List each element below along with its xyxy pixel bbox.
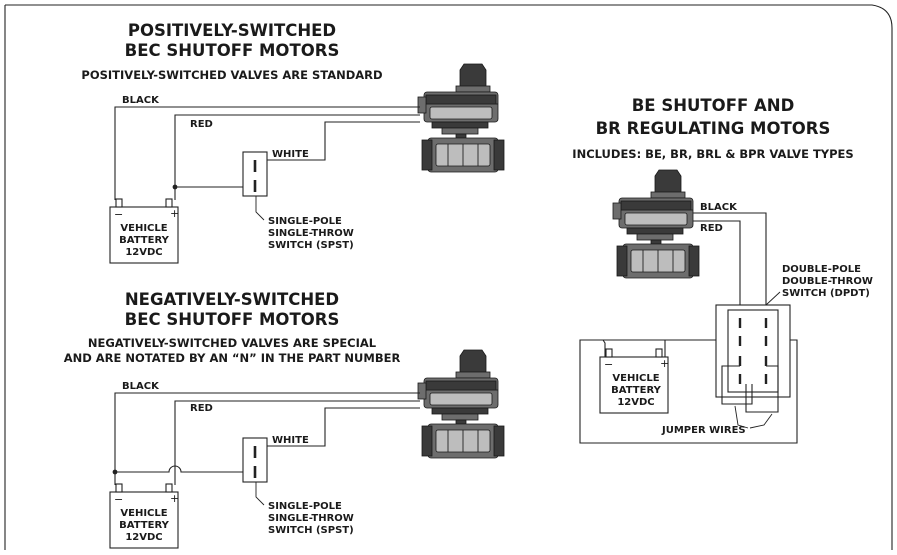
jumper-wire <box>721 365 753 405</box>
battery-plus: + <box>170 492 179 505</box>
jumper-wire <box>745 365 779 413</box>
red-wire <box>174 400 420 485</box>
battery-minus: − <box>114 208 123 221</box>
negative-subtitle-line1: NEGATIVELY-SWITCHED VALVES ARE SPECIAL <box>88 336 377 350</box>
label-white: WHITE <box>272 149 309 160</box>
switch-leader <box>255 482 265 506</box>
black-wire <box>693 212 767 316</box>
valve-motor-icon <box>417 349 505 459</box>
battery-label-2: BATTERY <box>611 385 661 396</box>
battery-label-1: VEHICLE <box>612 373 659 384</box>
battery-loop-wire <box>579 339 798 444</box>
jumper-leader <box>749 413 773 429</box>
regulating-title-line1: BE SHUTOFF AND <box>632 96 795 115</box>
switch-leader <box>765 291 781 306</box>
switch-label-2: DOUBLE-THROW <box>782 276 873 287</box>
switch-label-1: DOUBLE-POLE <box>782 264 861 275</box>
jumper-label: JUMPER WIRES <box>661 425 746 436</box>
switch-label-1: SINGLE-POLE <box>268 216 342 227</box>
switch-label-1: SINGLE-POLE <box>268 501 342 512</box>
label-red: RED <box>190 403 213 414</box>
battery-minus: − <box>604 358 613 371</box>
regulating-title-line2: BR REGULATING MOTORS <box>596 119 831 138</box>
switch-label-3: SWITCH (SPST) <box>268 525 354 536</box>
label-black: BLACK <box>122 95 160 106</box>
label-black: BLACK <box>122 381 160 392</box>
negative-section: NEGATIVELY-SWITCHED BEC SHUTOFF MOTORS N… <box>64 290 505 549</box>
positive-section: POSITIVELY-SWITCHED BEC SHUTOFF MOTORS P… <box>81 21 505 264</box>
jumper-leader <box>734 405 749 429</box>
negative-title-line1: NEGATIVELY-SWITCHED <box>125 290 339 309</box>
spst-switch-icon <box>242 437 268 483</box>
regulating-subtitle: INCLUDES: BE, BR, BRL & BPR VALVE TYPES <box>572 147 853 161</box>
battery-minus: − <box>114 493 123 506</box>
label-red: RED <box>190 119 213 130</box>
positive-title-line2: BEC SHUTOFF MOTORS <box>125 41 340 60</box>
valve-motor-icon <box>417 63 505 173</box>
positive-subtitle: POSITIVELY-SWITCHED VALVES ARE STANDARD <box>81 68 382 82</box>
switch-return-wire <box>115 465 243 473</box>
battery-label-3: 12VDC <box>125 247 162 258</box>
junction-dot <box>172 184 178 190</box>
switch-label-2: SINGLE-THROW <box>268 513 354 524</box>
battery-label-3: 12VDC <box>125 532 162 543</box>
negative-subtitle-line2: AND ARE NOTATED BY AN “N” IN THE PART NU… <box>64 351 401 365</box>
switch-label-2: SINGLE-THROW <box>268 228 354 239</box>
switch-label-3: SWITCH (SPST) <box>268 240 354 251</box>
label-red: RED <box>700 223 723 234</box>
spst-switch-icon <box>242 151 268 197</box>
red-wire <box>174 114 420 200</box>
black-wire <box>114 106 420 200</box>
label-black: BLACK <box>700 202 738 213</box>
white-wire <box>265 407 420 447</box>
black-wire <box>114 392 420 485</box>
switch-leader <box>255 196 265 221</box>
battery-plus: + <box>170 207 179 220</box>
battery-plus: + <box>660 357 669 370</box>
negative-title-line2: BEC SHUTOFF MOTORS <box>125 310 340 329</box>
label-white: WHITE <box>272 435 309 446</box>
white-wire <box>265 121 420 161</box>
regulating-section: BE SHUTOFF AND BR REGULATING MOTORS INCL… <box>572 96 873 444</box>
junction-dot <box>112 469 118 475</box>
battery-negative-lead <box>602 339 606 357</box>
battery-label-3: 12VDC <box>617 397 654 408</box>
red-wire <box>693 220 741 316</box>
battery-label-2: BATTERY <box>119 235 169 246</box>
page-frame <box>5 4 893 550</box>
valve-motor-icon <box>612 169 700 279</box>
positive-title-line1: POSITIVELY-SWITCHED <box>128 21 336 40</box>
battery-label-1: VEHICLE <box>120 508 167 519</box>
battery-label-1: VEHICLE <box>120 223 167 234</box>
battery-label-2: BATTERY <box>119 520 169 531</box>
switch-label-3: SWITCH (DPDT) <box>782 288 870 299</box>
dpdt-switch-icon <box>715 304 791 398</box>
